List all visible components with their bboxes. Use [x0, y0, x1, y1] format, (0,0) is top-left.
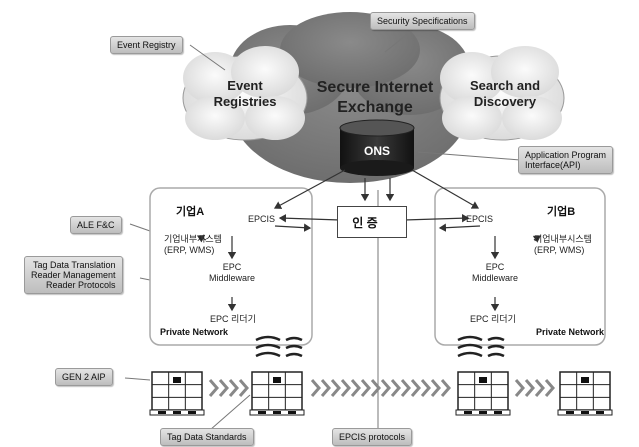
chevron-right-icon — [228, 379, 239, 397]
callout-gen2: GEN 2 AIP — [55, 368, 113, 386]
chevron-right-icon — [400, 379, 411, 397]
callout-api: Application Program Interface(API) — [518, 146, 614, 174]
callout-tag-translation-line2: Reader Management — [31, 270, 116, 280]
central-cloud-label: Secure Internet Exchange — [300, 78, 450, 118]
enterprise-b-middleware: EPC Middleware — [472, 262, 518, 284]
enterprise-a-reader: EPC 리더기 — [210, 314, 256, 324]
chevron-right-icon — [440, 379, 451, 397]
rfid-wave-icon — [255, 335, 505, 358]
chevron-right-icon — [390, 379, 401, 397]
chevron-right-icon — [218, 379, 229, 397]
chevron-right-icon — [430, 379, 441, 397]
pallet-icon — [557, 371, 613, 416]
chevron-right-icon — [330, 379, 341, 397]
left-cloud-line2: Registries — [213, 94, 277, 109]
enterprise-a-middleware-line1: EPC — [222, 262, 242, 272]
enterprise-b-middleware-line1: EPC — [485, 262, 505, 272]
enterprise-a-network: Private Network — [160, 327, 229, 337]
enterprise-a-internal-system: 기업내부시스템 (ERP, WMS) — [164, 234, 222, 256]
auth-box: 인 증 — [337, 206, 407, 238]
auth-label: 인 증 — [352, 215, 378, 230]
enterprise-b-reader: EPC 리더기 — [470, 314, 516, 324]
pallet-row — [149, 371, 613, 416]
enterprise-a-title: 기업A — [176, 206, 205, 218]
chevron-right-icon — [350, 379, 361, 397]
chevron-right-icon — [238, 379, 249, 397]
chevron-right-icon — [420, 379, 431, 397]
network-arrows — [196, 169, 541, 312]
chevron-right-icon — [208, 379, 555, 397]
callout-security-specifications: Security Specifications — [370, 12, 475, 30]
callout-tag-translation: Tag Data Translation Reader Management R… — [24, 256, 123, 294]
left-cloud-label: Event Registries — [212, 78, 278, 110]
chevron-right-icon — [380, 379, 391, 397]
chevron-right-icon — [514, 379, 525, 397]
chevron-right-icon — [310, 379, 321, 397]
enterprise-b-internal-system: 기업내부시스템 (ERP, WMS) — [534, 234, 592, 256]
chevron-right-icon — [340, 379, 351, 397]
enterprise-b-title: 기업B — [547, 206, 576, 218]
callout-epcis-protocols: EPCIS protocols — [332, 428, 413, 446]
chevron-right-icon — [208, 379, 219, 397]
enterprise-b-box — [434, 187, 606, 346]
enterprise-a-middleware-line2: Middleware — [209, 273, 256, 283]
chevron-right-icon — [544, 379, 555, 397]
right-cloud-line2: Discovery — [473, 94, 537, 109]
enterprise-b-epcis: EPCIS — [466, 214, 494, 224]
chevron-right-icon — [320, 379, 331, 397]
callout-tag-standards: Tag Data Standards — [160, 428, 254, 446]
left-cloud-line1: Event — [227, 78, 263, 93]
pallet-icon — [455, 371, 511, 416]
chevron-right-icon — [360, 379, 371, 397]
callout-ale: ALE F&C — [70, 216, 122, 234]
chevron-right-icon — [410, 379, 421, 397]
enterprise-b-network: Private Network — [536, 327, 605, 337]
enterprise-a-middleware: EPC Middleware — [209, 262, 255, 284]
callout-tag-translation-line3: Reader Protocols — [46, 280, 116, 290]
enterprise-a-internal-line2: (ERP, WMS) — [164, 245, 215, 255]
chevron-right-icon — [370, 379, 381, 397]
enterprise-b-middleware-line2: Middleware — [472, 273, 519, 283]
callout-api-line2: Interface(API) — [525, 160, 581, 170]
pallet-icon — [249, 371, 305, 416]
chevron-right-icon — [534, 379, 545, 397]
event-registries-cloud-icon — [182, 46, 308, 141]
ons-database-icon — [339, 119, 415, 176]
enterprise-b-internal-line2: (ERP, WMS) — [534, 245, 585, 255]
enterprise-a-epcis: EPCIS — [248, 214, 276, 224]
ons-label: ONS — [363, 144, 390, 158]
callout-tag-translation-line1: Tag Data Translation — [33, 260, 116, 270]
right-cloud-line1: Search and — [469, 78, 541, 93]
enterprise-a-box — [149, 187, 313, 346]
right-cloud-label: Search and Discovery — [465, 78, 545, 110]
search-discovery-cloud-icon — [439, 46, 565, 141]
callout-api-line1: Application Program — [525, 150, 607, 160]
pallet-icon — [149, 371, 205, 416]
callout-event-registry: Event Registry — [110, 36, 183, 54]
central-cloud-line1: Secure Internet — [316, 79, 434, 96]
enterprise-b-internal-line1: 기업내부시스템 — [534, 234, 592, 244]
central-cloud-line2: Exchange — [337, 99, 413, 116]
enterprise-a-internal-line1: 기업내부시스템 — [164, 234, 222, 244]
chevron-right-icon — [524, 379, 535, 397]
